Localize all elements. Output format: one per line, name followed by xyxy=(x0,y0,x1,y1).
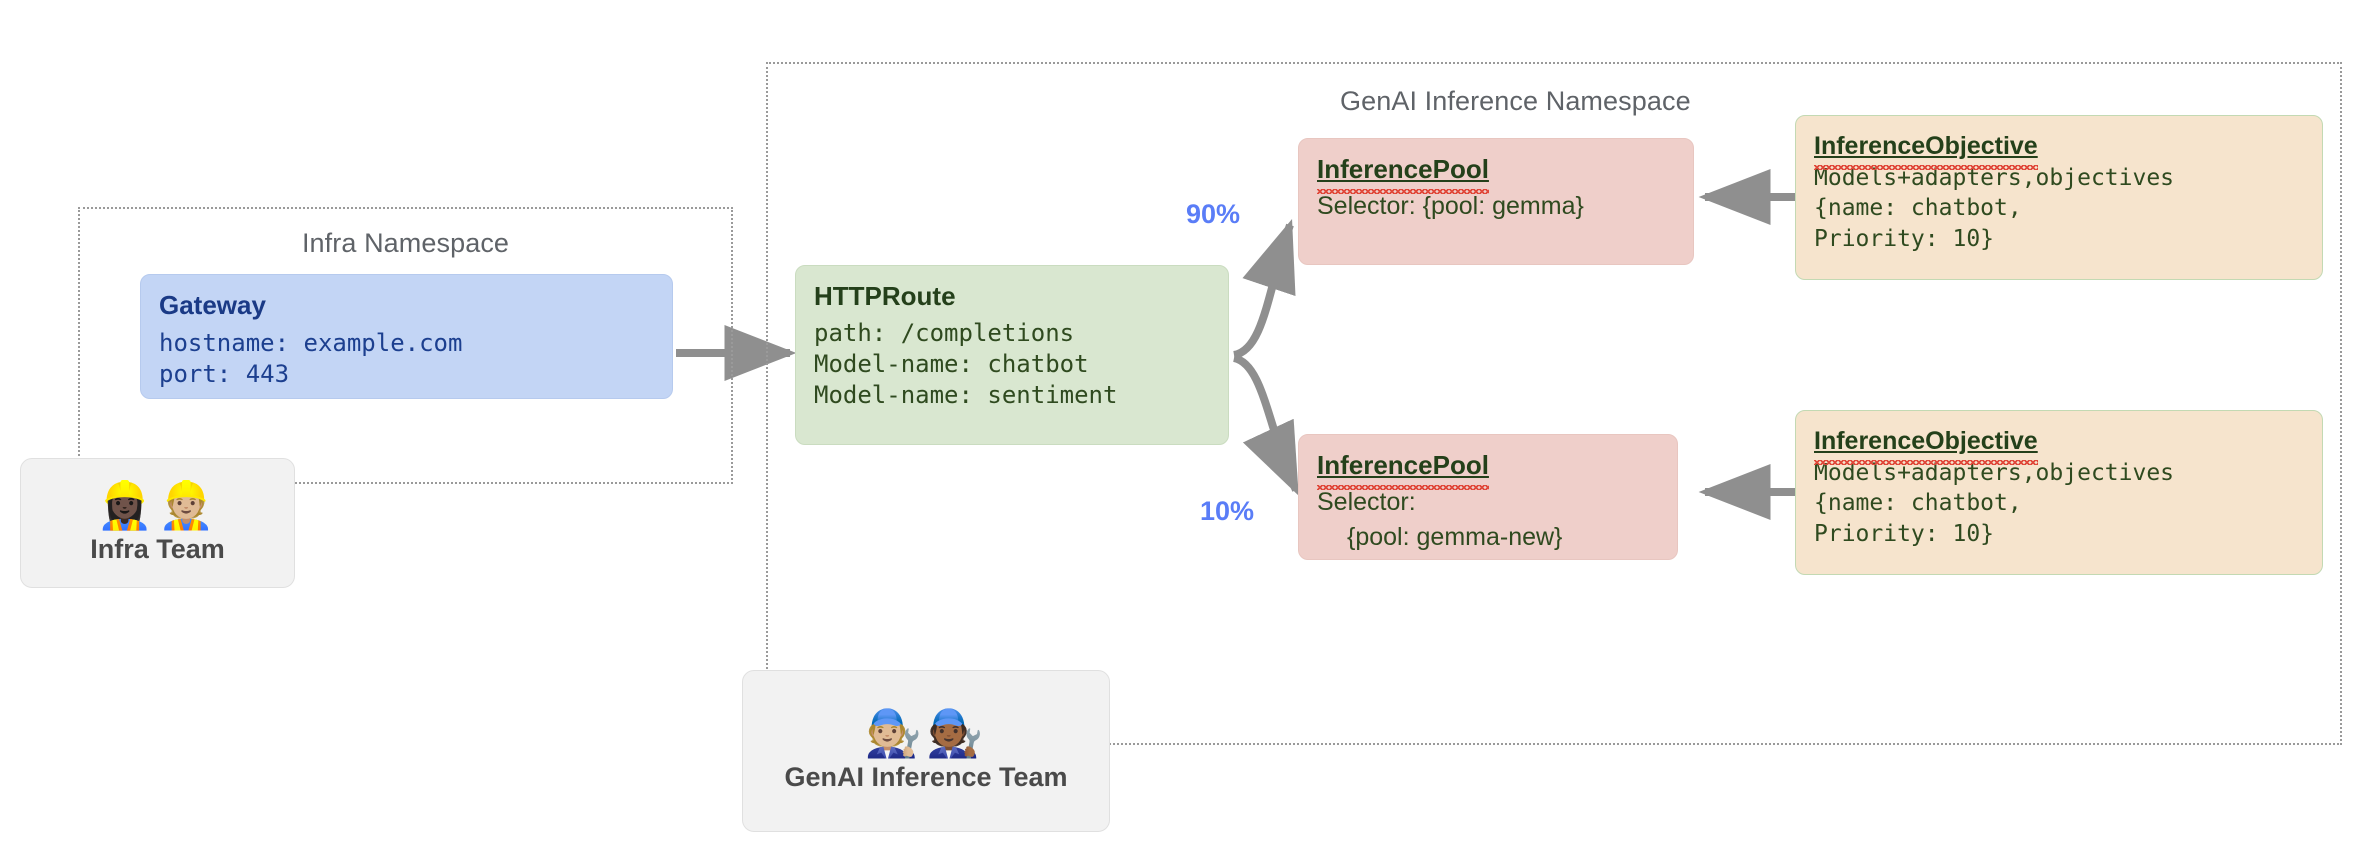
infra-team-avatar: 👷🏿‍♀️👷🏼 xyxy=(96,478,219,531)
httproute-line-path: path: /completions xyxy=(814,318,1075,347)
node-inferenceobjective-top[interactable]: InferenceObjective Models+adapters,objec… xyxy=(1795,115,2323,280)
httproute-title: HTTPRoute xyxy=(814,281,956,311)
node-inferencepool-gemma[interactable]: InferencePool Selector: {pool: gemma} xyxy=(1298,138,1694,265)
inferenceobjective-top-title-text: InferenceObjective xyxy=(1814,132,2038,160)
inferenceobjective-bottom-line-priority: Priority: 10} xyxy=(1814,521,1995,548)
namespace-infra-title: Infra Namespace xyxy=(301,228,510,258)
node-inferenceobjective-bottom[interactable]: InferenceObjective Models+adapters,objec… xyxy=(1795,410,2323,575)
node-gateway[interactable]: Gateway hostname: example.com port: 443 xyxy=(140,274,673,399)
spellcheck-squiggle-icon xyxy=(1317,188,1489,194)
inferencepool-gemma-title: InferencePool xyxy=(1317,153,1489,194)
inferenceobjective-bottom-title: InferenceObjective xyxy=(1814,425,2038,465)
team-infra[interactable]: 👷🏿‍♀️👷🏼 Infra Team xyxy=(20,458,295,588)
spellcheck-squiggle-icon xyxy=(1317,484,1489,490)
namespace-genai-title: GenAI Inference Namespace xyxy=(1340,86,1691,116)
node-inferencepool-gemma-new[interactable]: InferencePool Selector: {pool: gemma-new… xyxy=(1298,434,1678,560)
httproute-line-model-sentiment: Model-name: sentiment xyxy=(814,381,1118,410)
inferenceobjective-top-line-priority: Priority: 10} xyxy=(1814,226,1995,253)
namespace-genai xyxy=(766,62,2342,745)
spellcheck-squiggle-icon xyxy=(1814,164,2038,170)
spellcheck-squiggle-icon xyxy=(1814,459,2038,465)
inferenceobjective-bottom-title-text: InferenceObjective xyxy=(1814,427,2038,455)
namespace-infra xyxy=(78,207,733,484)
inferencepool-gemma-title-text: InferencePool xyxy=(1317,154,1489,184)
inferencepool-gemma-new-selector-value: {pool: gemma-new} xyxy=(1347,523,1563,552)
httproute-line-model-chatbot: Model-name: chatbot xyxy=(814,349,1089,378)
inferencepool-gemma-new-title-text: InferencePool xyxy=(1317,450,1489,480)
infra-team-label: Infra Team xyxy=(90,533,225,564)
traffic-split-label-10: 10% xyxy=(1200,496,1255,526)
inferencepool-gemma-selector: Selector: {pool: gemma} xyxy=(1317,191,1584,220)
gateway-line-port: port: 443 xyxy=(159,359,290,388)
gateway-title: Gateway xyxy=(159,290,266,320)
gateway-line-hostname: hostname: example.com xyxy=(159,328,463,357)
inferencepool-gemma-new-selector: Selector: xyxy=(1317,487,1416,516)
inferenceobjective-top-line-name: {name: chatbot, xyxy=(1814,195,2022,222)
inferencepool-gemma-new-title: InferencePool xyxy=(1317,449,1489,490)
genai-team-label: GenAI Inference Team xyxy=(784,761,1068,792)
inferenceobjective-bottom-line-name: {name: chatbot, xyxy=(1814,490,2022,517)
team-genai-inference[interactable]: 🧑🏼‍🔧🧑🏾‍🔧 GenAI Inference Team xyxy=(742,670,1110,832)
node-httproute[interactable]: HTTPRoute path: /completions Model-name:… xyxy=(795,265,1229,445)
inferenceobjective-top-title: InferenceObjective xyxy=(1814,130,2038,170)
traffic-split-label-90: 90% xyxy=(1186,199,1241,229)
genai-team-avatar: 🧑🏼‍🔧🧑🏾‍🔧 xyxy=(864,706,988,759)
